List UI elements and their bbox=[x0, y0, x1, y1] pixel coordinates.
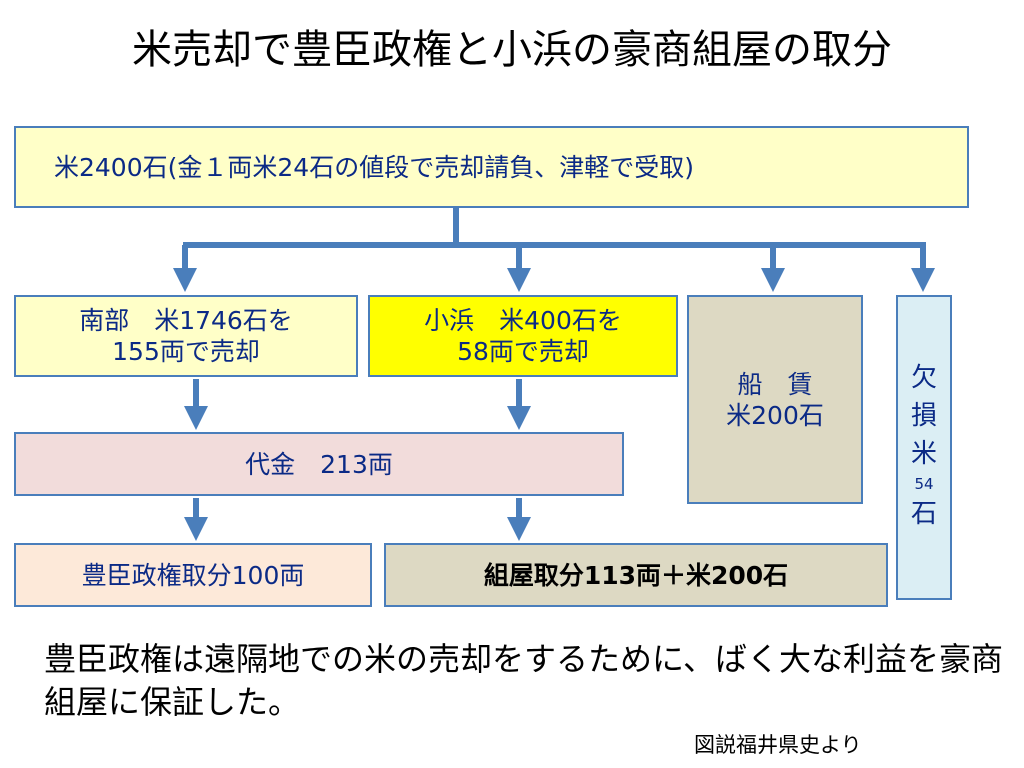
summary-note: 豊臣政権は遠隔地での米の売却をするために、ばく大な利益を豪商組屋に保証した。 bbox=[44, 640, 1004, 721]
slide-title: 米売却で豊臣政権と小浜の豪商組屋の取分 bbox=[132, 27, 892, 73]
toyotomi-share-box: 豊臣政権取分100両 bbox=[14, 543, 372, 607]
loss-char-4: 石 bbox=[910, 499, 937, 529]
loss-rice-box: 欠 損 米 54 石 bbox=[896, 295, 952, 600]
freight-line2: 米200石 bbox=[726, 400, 824, 430]
loss-char-3: 米 bbox=[910, 439, 937, 469]
freight-box: 船 賃 米200石 bbox=[687, 295, 863, 504]
kumiya-share-box: 組屋取分113両＋米200石 bbox=[384, 543, 888, 607]
obama-line1: 小浜 米400石を bbox=[424, 306, 622, 335]
loss-char-2: 損 bbox=[910, 401, 937, 431]
nanbu-line2: 155両で売却 bbox=[112, 337, 260, 366]
obama-line2: 58両で売却 bbox=[457, 337, 589, 366]
nanbu-sale-box: 南部 米1746石を 155両で売却 bbox=[14, 295, 358, 377]
nanbu-line1: 南部 米1746石を bbox=[79, 306, 293, 335]
loss-char-1: 欠 bbox=[910, 363, 937, 393]
proceeds-box: 代金 213両 bbox=[14, 432, 624, 496]
rice-total-box: 米2400石(金１両米24石の値段で売却請負、津軽で受取) bbox=[14, 126, 969, 208]
freight-line1: 船 賃 bbox=[737, 369, 813, 399]
loss-amount: 54 bbox=[914, 475, 934, 493]
obama-sale-box: 小浜 米400石を 58両で売却 bbox=[368, 295, 678, 377]
source-citation: 図説福井県史より bbox=[694, 733, 862, 757]
